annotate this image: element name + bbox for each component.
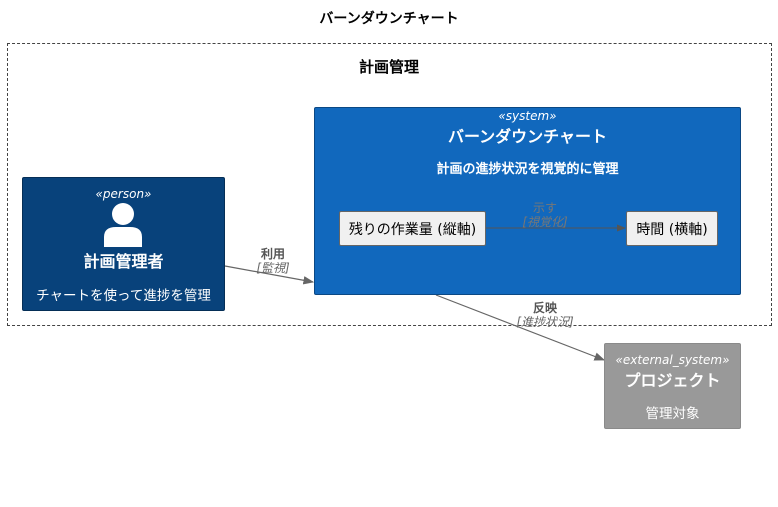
relation-use-label: 利用	[260, 247, 285, 261]
relation-reflect-label: 反映	[532, 301, 557, 315]
person-stereotype: «person»	[95, 187, 152, 201]
component-remaining-work[interactable]: 残りの作業量 (縦軸)	[339, 211, 486, 246]
person-icon	[104, 203, 142, 247]
boundary-planning	[7, 43, 772, 326]
system-description: 計画の進捗状況を視覚的に管理	[436, 162, 619, 177]
external-system-stereotype: «external_system»	[615, 353, 730, 367]
internal-relation-label: 示す	[532, 201, 557, 215]
relation-arrow-reflect	[435, 294, 606, 361]
relation-reflect-technology: [進捗状況]	[516, 315, 574, 329]
system-stereotype: «system»	[498, 109, 557, 123]
system-name: バーンダウンチャート	[447, 127, 608, 146]
external-system-description: 管理対象	[645, 406, 700, 422]
person-plan-manager[interactable]: «person» 計画管理者 チャートを使って進捗を管理	[22, 177, 225, 311]
relation-arrow-use	[224, 265, 315, 285]
internal-relation-line	[486, 224, 626, 232]
relation-use-technology: [監視]	[256, 261, 290, 275]
person-name: 計画管理者	[83, 252, 164, 271]
external-system-project[interactable]: «external_system» プロジェクト 管理対象	[604, 343, 741, 429]
component-time[interactable]: 時間 (横軸)	[626, 211, 718, 246]
boundary-label: 計画管理	[358, 58, 419, 76]
component-time-label: 時間 (横軸)	[636, 221, 708, 238]
person-description: チャートを使って進捗を管理	[36, 288, 211, 304]
external-system-name: プロジェクト	[624, 371, 721, 390]
system-burndown-chart[interactable]: «system» バーンダウンチャート 計画の進捗状況を視覚的に管理 残りの作業…	[314, 107, 741, 295]
internal-relation-technology: [視覚化]	[522, 215, 568, 229]
component-remaining-work-label: 残りの作業量 (縦軸)	[348, 221, 477, 238]
diagram-title: バーンダウンチャート	[319, 11, 459, 27]
